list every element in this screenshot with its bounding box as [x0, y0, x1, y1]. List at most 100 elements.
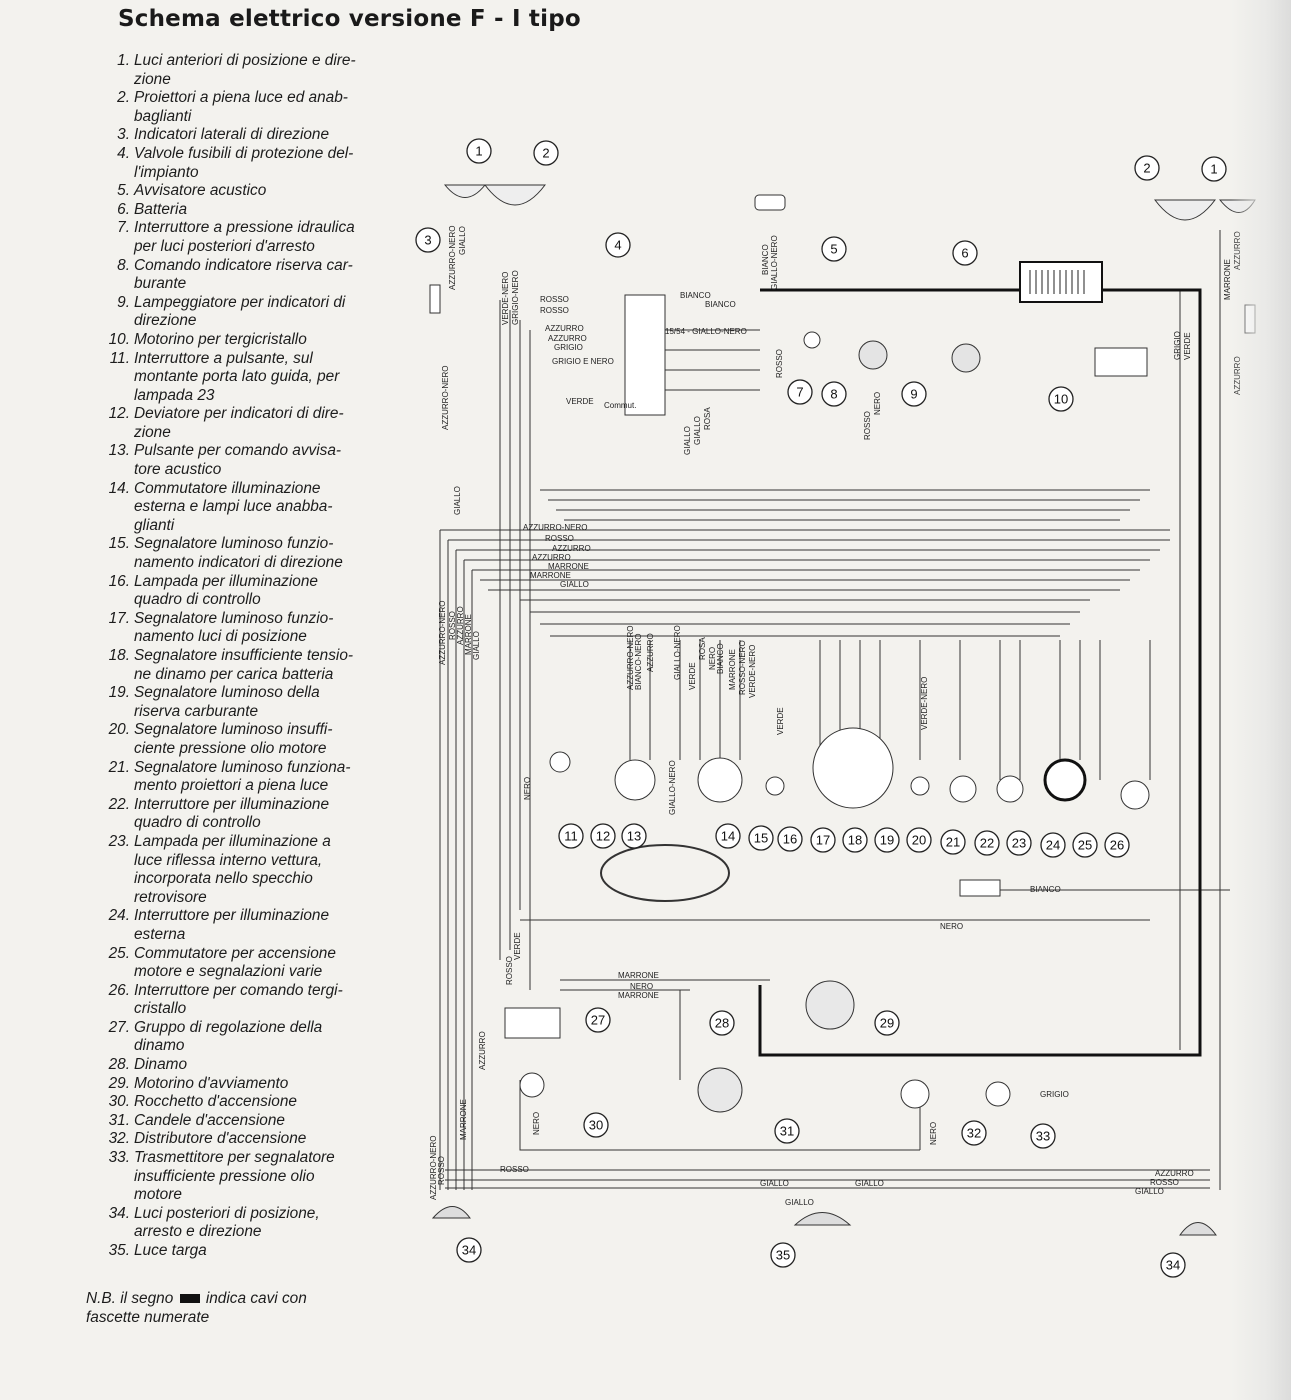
legend-item: 29.Motorino d'avviamento	[92, 1075, 392, 1094]
legend-text: Segnalatore luminoso funzio-	[134, 609, 334, 627]
legend-item: 10.Motorino per tergicristallo	[92, 331, 392, 350]
vlabel-giallo: GIALLO	[458, 226, 467, 255]
vlabel-azzurro-nero: AZZURRO-NERO	[448, 226, 457, 290]
legend-text: Lampada per illuminazione	[134, 572, 318, 590]
callout-circle	[874, 827, 900, 853]
legend-number: 23.	[108, 832, 130, 850]
legend-item: 6.Batteria	[92, 201, 392, 220]
component-number: 26	[1110, 838, 1124, 853]
legend-text: Interruttore per comando tergi-	[134, 981, 343, 999]
wire-label-rosso: ROSSO	[540, 295, 569, 304]
wire-label-rosso-4: ROSSO	[500, 1165, 529, 1174]
legend-text: esterna	[134, 925, 186, 943]
legend-text: zione	[134, 70, 171, 88]
callout-circle	[1048, 386, 1074, 412]
legend-number: 12.	[108, 405, 130, 423]
vlabel-bianco-2: BIANCO	[716, 643, 725, 674]
legend-text: Luci posteriori di posizione,	[134, 1204, 320, 1222]
wiper-motor	[1094, 347, 1148, 377]
component-number: 7	[796, 385, 803, 400]
legend-number: 21.	[108, 758, 130, 776]
legend-number: 20.	[108, 721, 130, 739]
callout-circle	[1160, 1252, 1186, 1278]
vlabel-azzurro-5: AZZURRO	[478, 1031, 487, 1070]
vlabel-giallo-nero-3: GIALLO-NERO	[668, 760, 677, 815]
legend-number: 1.	[117, 52, 130, 69]
legend-text: Segnalatore luminoso funziona-	[134, 758, 351, 776]
lamp-21	[910, 776, 930, 796]
note: N.B. il segno indica cavi con fascette n…	[86, 1290, 386, 1327]
vlabel-azzurro-nero-2: AZZURRO-NERO	[441, 366, 450, 430]
vlabel-verde: VERDE	[1183, 332, 1192, 360]
legend-text: Interruttore a pulsante, sul	[134, 349, 313, 367]
component-number: 17	[816, 833, 830, 848]
legend-text: Valvole fusibili di protezione del-	[134, 144, 354, 162]
callout-circle	[415, 227, 441, 253]
component-number: 12	[596, 829, 610, 844]
battery-cells	[1029, 270, 1085, 294]
vertical-wire-labels: AZZURRO-NERO GIALLO VERDE-NERO GRIGIO-NE…	[429, 226, 1242, 1200]
legend-number: 4.	[117, 144, 130, 162]
legend-number: 18.	[108, 647, 130, 664]
component-number: 27	[591, 1013, 605, 1028]
legend-text: motore	[134, 1186, 182, 1204]
legend-text: Motorino per tergicristallo	[134, 330, 307, 348]
legend-text: glianti	[134, 516, 175, 534]
oil-pressure-sender	[985, 1081, 1011, 1107]
legend-item: 2.Proiettori a piena luce ed anab-baglia…	[92, 89, 392, 126]
vlabel-rosso-5: ROSSO	[437, 1156, 446, 1185]
legend-number: 15.	[108, 535, 130, 553]
component-number: 24	[1046, 838, 1060, 853]
legend-text: Candele d'accensione	[134, 1111, 285, 1129]
callout-circle	[810, 827, 836, 853]
wiper-switch	[1120, 780, 1150, 810]
legend-number: 16.	[108, 572, 130, 590]
legend-text: Luci anteriori di posizione e dire-	[134, 52, 356, 69]
fuel-sender	[858, 340, 888, 370]
legend-number: 10.	[108, 330, 130, 348]
callout-circle	[774, 1118, 800, 1144]
wire-label-giallo-nero: 15/54 - GIALLO-NERO	[665, 327, 747, 336]
component-number: 25	[1078, 838, 1092, 853]
callout-circle	[1072, 832, 1098, 858]
legend-text: per luci posteriori d'arresto	[134, 237, 315, 255]
vlabel-azzurro-nero-5: AZZURRO-NERO	[429, 1136, 438, 1200]
legend-number: 8.	[117, 256, 130, 274]
legend-item: 3.Indicatori laterali di direzione	[92, 126, 392, 145]
legend-text: Trasmettitore per segnalatore	[134, 1149, 335, 1167]
component-number: 20	[912, 833, 926, 848]
legend-number: 9.	[117, 293, 130, 311]
callout-circle	[1134, 155, 1160, 181]
component-number: 19	[880, 833, 894, 848]
vlabel-grigio-nero: GRIGIO-NERO	[511, 270, 520, 325]
component-number: 1	[475, 144, 482, 159]
door-switch	[549, 751, 571, 773]
ignition-coil	[519, 1072, 545, 1098]
vlabel-nero-3: NERO	[523, 777, 532, 800]
legend-number: 25.	[108, 944, 130, 962]
vlabel-rosa: ROSA	[703, 407, 712, 430]
legend-item: 12.Deviatore per indicatori di dire-zion…	[92, 405, 392, 442]
legend-number: 30.	[108, 1093, 130, 1111]
legend-text: Comando indicatore riserva car-	[134, 256, 353, 274]
legend-number: 2.	[117, 89, 130, 107]
battery-cable	[758, 288, 1202, 1057]
ignition-switch	[1043, 758, 1087, 802]
wire-label-bianco-3: BIANCO	[1030, 885, 1061, 894]
legend-text: Commutatore per accensione	[134, 944, 336, 962]
legend-number: 35.	[108, 1242, 130, 1259]
legend-text: Deviatore per indicatori di dire-	[134, 405, 344, 423]
legend-text: Segnalatore luminoso della	[134, 684, 320, 702]
legend-number: 19.	[108, 684, 130, 702]
vlabel-giallo-nero-2: GIALLO-NERO	[673, 625, 682, 680]
legend-item: 18.Segnalatore insufficiente tensio-ne d…	[92, 647, 392, 684]
legend-text: zione	[134, 423, 171, 441]
legend-text: Segnalatore luminoso funzio-	[134, 535, 334, 553]
vlabel-rosa-2: ROSA	[698, 637, 707, 660]
